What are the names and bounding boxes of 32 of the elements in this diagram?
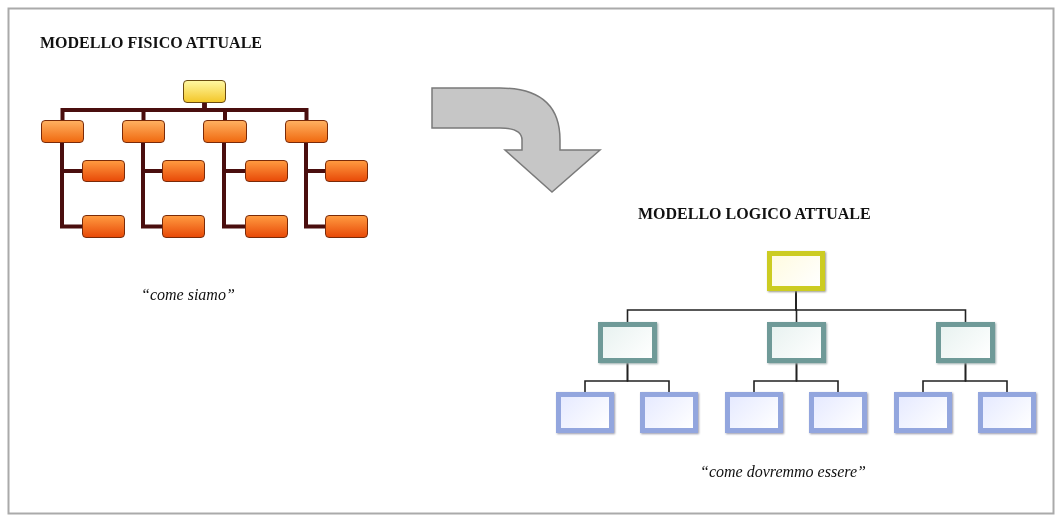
org-chart-box [325,160,368,182]
connector-line [795,362,839,393]
chart-heading: MODELLO LOGICO ATTUALE [638,205,871,223]
connector-line [964,362,1008,393]
org-chart-box [183,80,226,103]
connector-line [202,103,309,120]
chart-caption: “come siamo” [141,286,235,304]
org-chart-box [285,120,328,143]
org-chart-box [725,392,783,433]
org-chart-box [122,120,165,143]
org-chart-box [245,215,288,238]
org-chart-box [556,392,614,433]
org-chart-box [82,160,125,182]
org-chart-box [767,251,825,291]
org-chart-box [809,392,867,433]
org-chart-box [640,392,698,433]
org-chart-box [325,215,368,238]
chart-heading: MODELLO FISICO ATTUALE [40,34,262,52]
org-chart-box [203,120,247,143]
connector-line [626,362,670,393]
connector-line [795,290,967,323]
org-chart-box [82,215,125,238]
chart-caption: “come dovremmo essere” [700,463,866,481]
org-chart-box [767,322,826,363]
org-chart-box [598,322,657,363]
org-chart-box [978,392,1036,433]
org-chart-box [162,160,205,182]
org-chart-box [245,160,288,182]
org-chart-box [936,322,995,363]
org-chart-box [894,392,952,433]
org-chart-box [41,120,84,143]
org-chart-box [162,215,205,238]
